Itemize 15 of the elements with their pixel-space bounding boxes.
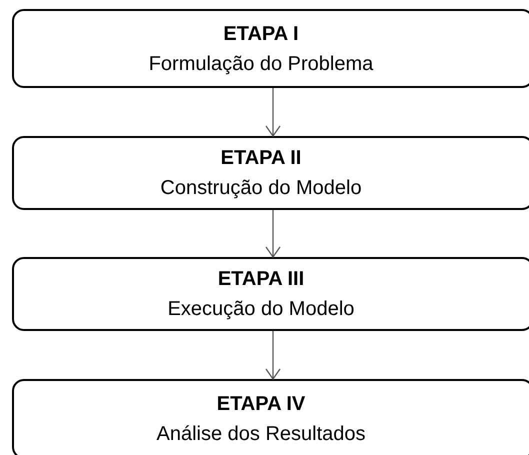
- stage-description: Análise dos Resultados: [155, 422, 366, 447]
- stage-box: [12, 379, 529, 455]
- stage-description: Formulação do Problema: [148, 52, 374, 76]
- arrow: [265, 331, 281, 380]
- stage-description: Construção do Modelo: [159, 176, 363, 201]
- stage-title: ETAPA III: [216, 267, 306, 292]
- arrow: [265, 210, 281, 258]
- stage-box: [12, 136, 529, 210]
- stage-box: [12, 257, 529, 331]
- stage-description: Execução do Modelo: [166, 297, 356, 322]
- stage-title: ETAPA IV: [216, 392, 306, 417]
- arrow: [265, 88, 281, 137]
- stage-box: [12, 9, 529, 88]
- stage-title: ETAPA I: [222, 22, 300, 46]
- stage-title: ETAPA II: [220, 146, 302, 171]
